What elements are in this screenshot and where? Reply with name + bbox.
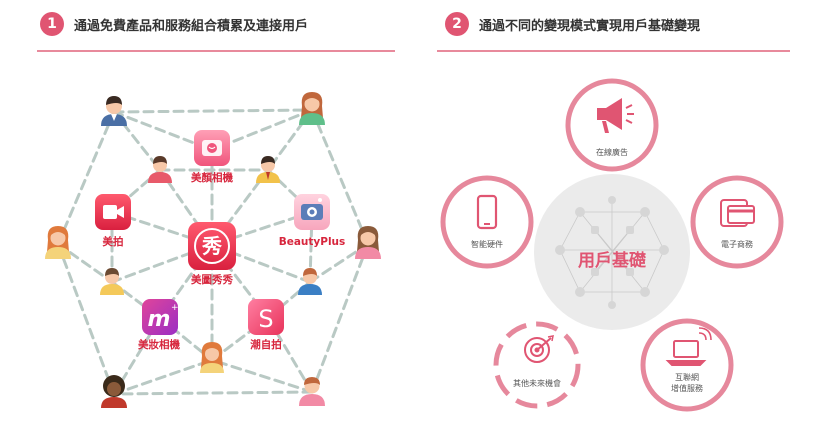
section-2-number: 2 [445,12,469,36]
label-smart-hardware: 智能硬件 [471,239,503,249]
app-icon-chao-zipai: S [248,299,284,335]
user-avatar-man-inner-top-left [148,156,172,183]
ring-online-advertising [565,78,659,172]
ring-smart-hardware [440,175,534,269]
label-future-opportunities: 其他未來機會 [513,378,561,388]
smartphone-icon [476,194,498,230]
section-1-title: 通過免費產品和服務組合積累及連接用戶 [74,18,309,34]
svg-text:秀: 秀 [201,234,222,258]
credit-card-icon [720,199,755,227]
svg-text:+: + [171,303,179,313]
app-label-beautyplus: BeautyPlus [279,236,346,248]
svg-text:S: S [258,305,273,333]
section-1-header: 1 通過免費產品和服務組合積累及連接用戶 [40,12,308,36]
user-avatar-man-middle-right [298,268,322,295]
user-avatar-man-middle-left [100,268,124,295]
app-label-meiyan-camera: 美顏相機 [191,171,233,184]
app-icon-meitu-xiuxiu: 秀 [188,222,236,270]
section-2-header: 2 通過不同的變現模式實現用戶基礎變現 [445,12,700,36]
section-1-divider [37,50,395,52]
app-label-chao-zipai: 潮自拍 [250,338,282,351]
app-icon-beautyplus [294,194,330,230]
megaphone-icon [597,98,634,133]
laptop-wifi-icon [665,327,712,366]
network-links [56,108,370,396]
user-avatar-woman-bottom-center [200,342,224,373]
app-label-meitu-xiuxiu: 美圖秀秀 [191,273,233,286]
app-icon-meizhuang-camera: m + [142,299,179,335]
user-base-mini-icons [555,196,669,309]
user-avatar-man-bottom-right [299,377,325,406]
target-icon [524,335,554,363]
user-avatar-man-inner-top-right [256,156,280,183]
label-internet-value-added-line1: 互聯網 [675,372,699,382]
section-2-title: 通過不同的變現模式實現用戶基礎變現 [479,18,701,34]
ring-future-opportunities [493,321,581,409]
user-avatar-person-bottom-left [101,375,127,408]
app-icon-meipai [95,194,131,230]
user-avatar-woman-top-right [299,92,325,125]
user-avatar-woman-right [355,226,381,259]
user-avatar-woman-left [45,226,71,259]
label-internet-value-added-line2: 增值服務 [671,383,703,393]
section-1-number: 1 [40,12,64,36]
label-e-commerce: 電子商務 [721,239,753,249]
user-base-network [559,200,665,305]
app-label-meizhuang-camera: 美妝相機 [138,338,180,351]
user-avatar-man-top-left [101,96,127,126]
user-base-label: 用戶基礎 [578,250,647,271]
app-label-meipai: 美拍 [103,235,124,248]
svg-text:m: m [148,307,171,332]
app-icon-meiyan-camera [194,130,230,166]
label-online-advertising: 在線廣告 [596,147,628,157]
section-2-divider [437,50,790,52]
